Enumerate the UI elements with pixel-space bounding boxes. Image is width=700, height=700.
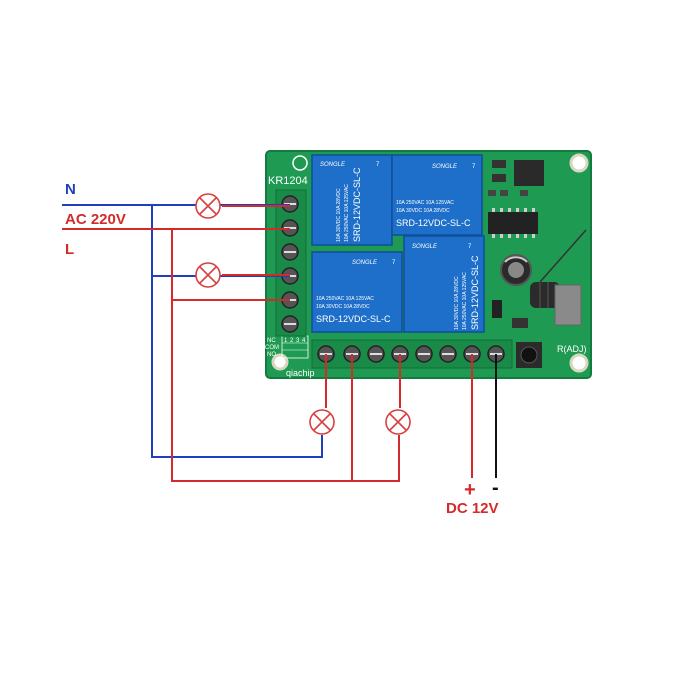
- terminal-label-com: COM: [265, 345, 279, 351]
- terminal-label-nc: NC: [267, 338, 276, 344]
- relay-board: KR1204 qiachip R(ADJ) NC COM NO 1 2 3 4: [265, 150, 592, 379]
- relay-1-brand: SONGLE: [320, 162, 346, 168]
- relay-2-model: SRD-12VDC-SL-C: [396, 218, 471, 228]
- antenna-coil-icon: [530, 229, 587, 308]
- mounting-holes: [271, 153, 589, 373]
- dc-voltage-label: DC 12V: [446, 500, 499, 517]
- dc-minus-label: -: [492, 477, 499, 499]
- capacitor-icon: [500, 254, 532, 286]
- relay-4-num: 7: [468, 244, 472, 250]
- relay-1-model: SRD-12VDC-SL-C: [352, 167, 362, 242]
- relay-2-num: 7: [472, 164, 476, 170]
- lamp-icon: [195, 262, 221, 288]
- relay-4: SONGLE 7 SRD-12VDC-SL-C 10A 250VAC 10A 1…: [403, 235, 485, 333]
- relay-1-rating-a: 10A 250VAC 10A 125VAC: [344, 184, 350, 242]
- left-terminal-block: [275, 189, 307, 337]
- relay-3-rating-a: 10A 250VAC 10A 125VAC: [316, 296, 374, 302]
- lamp-icon: [309, 409, 335, 435]
- relay-1: SONGLE 7 SRD-12VDC-SL-C 10A 250VAC 10A 1…: [311, 154, 393, 246]
- terminal-label-table: NC COM NO 1 2 3 4: [265, 335, 309, 359]
- lamp-icon: [195, 193, 221, 219]
- ac-voltage-label: AC 220V: [65, 211, 126, 228]
- live-wire: [62, 228, 400, 482]
- relay-4-rating-a: 10A 250VAC 10A 125VAC: [462, 272, 468, 330]
- relay-2-rating-a: 10A 250VAC 10A 125VAC: [396, 200, 454, 206]
- lamp-icon: [385, 409, 411, 435]
- relay-1-rating-b: 10A 30VDC 10A 28VDC: [336, 188, 342, 242]
- relay-2-rating-b: 10A 30VDC 10A 28VDC: [396, 208, 450, 214]
- relay-2: SONGLE 7 10A 250VAC 10A 125VAC 10A 30VDC…: [391, 154, 483, 236]
- table-number-2: 2: [290, 338, 294, 344]
- ic-chips: [488, 160, 544, 328]
- terminal-label-no: NO: [267, 352, 276, 358]
- relay-3-brand: SONGLE: [352, 260, 378, 266]
- rf-module: [554, 284, 582, 326]
- board-adj-label: R(ADJ): [557, 344, 587, 354]
- board-model-label: KR1204: [268, 175, 308, 187]
- relay-3-rating-b: 10A 30VDC 10A 28VDC: [316, 304, 370, 310]
- relay-4-brand: SONGLE: [412, 244, 438, 250]
- wires: [62, 204, 497, 482]
- neutral-label: N: [65, 181, 76, 198]
- table-number-3: 3: [296, 338, 300, 344]
- table-number-4: 4: [302, 338, 306, 344]
- dc-plus-label: +: [464, 479, 476, 501]
- live-label: L: [65, 241, 74, 258]
- relay-3: SONGLE 7 10A 250VAC 10A 125VAC 10A 30VDC…: [311, 251, 403, 333]
- relay-4-model: SRD-12VDC-SL-C: [470, 255, 480, 330]
- button-icon: [516, 342, 542, 368]
- table-number-1: 1: [284, 338, 288, 344]
- screw-terminal-icon: [281, 195, 299, 333]
- bottom-terminal-block: [311, 339, 513, 369]
- lamps: [195, 193, 411, 435]
- relay-4-rating-b: 10A 30VDC 10A 28VDC: [454, 276, 460, 330]
- relay-3-num: 7: [392, 260, 396, 266]
- relay-1-num: 7: [376, 162, 380, 168]
- relay-3-model: SRD-12VDC-SL-C: [316, 314, 391, 324]
- board-brand-label: qiachip: [286, 368, 315, 378]
- relay-2-brand: SONGLE: [432, 164, 458, 170]
